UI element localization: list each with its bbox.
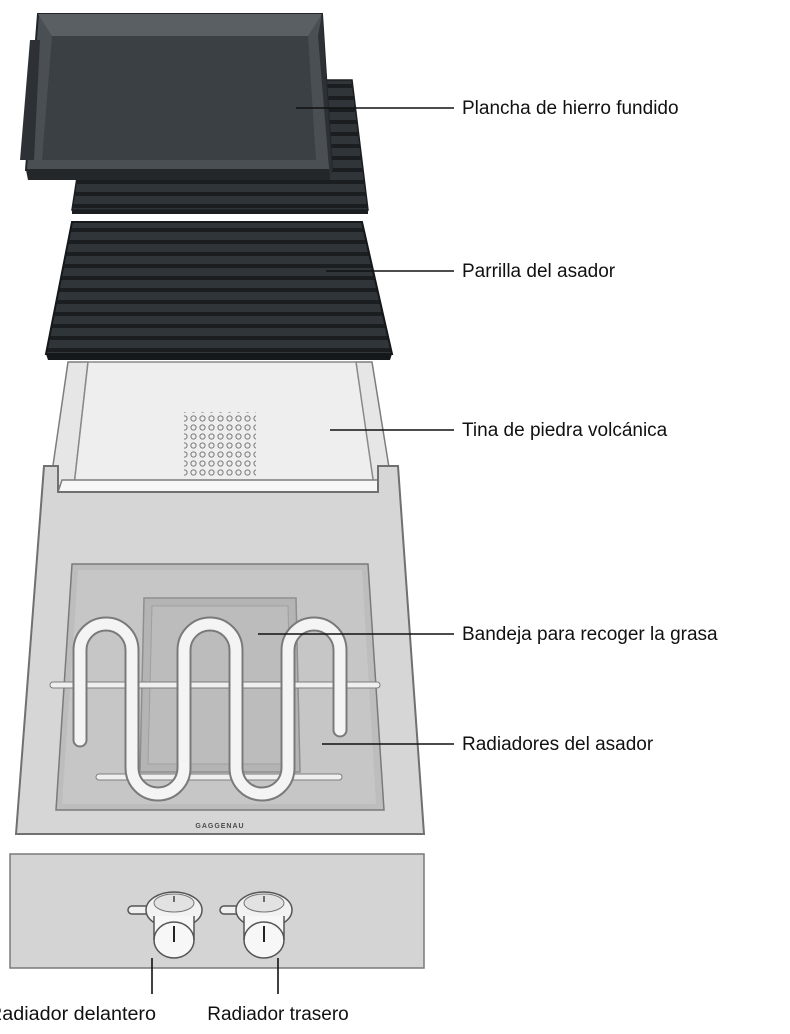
control-panel — [9, 853, 425, 969]
tub-rim — [56, 479, 379, 493]
heating-element-highlight — [74, 618, 346, 800]
grill-grate — [44, 221, 394, 360]
label-rear-heater: Radiador trasero — [207, 1004, 349, 1025]
label-griddle: Plancha de hierro fundido — [462, 98, 679, 119]
brand-logo: GAGGENAU — [195, 823, 244, 830]
cast-iron-griddle — [20, 13, 334, 180]
label-grease-tray: Bandeja para recoger la grasa — [462, 624, 718, 645]
heater-rod-rear — [49, 681, 381, 689]
tub-perforation-grid — [184, 412, 256, 478]
cooktop-body: GAGGENAU — [14, 465, 426, 835]
label-front-heater: Radiador delantero — [0, 1004, 156, 1025]
front-heater-knob[interactable] — [127, 891, 203, 959]
griddle-assembly — [20, 13, 369, 214]
label-grate: Parrilla del asador — [462, 261, 616, 282]
label-heaters: Radiadores del asador — [462, 734, 654, 755]
griddle-back-grate-lip — [72, 210, 368, 214]
callout-labels: Plancha de hierro fundido Parrilla del a… — [0, 98, 718, 1025]
rear-heater-knob[interactable] — [219, 891, 293, 959]
label-lava-tub: Tina de piedra volcánica — [462, 420, 668, 441]
leader-lines — [151, 107, 454, 994]
